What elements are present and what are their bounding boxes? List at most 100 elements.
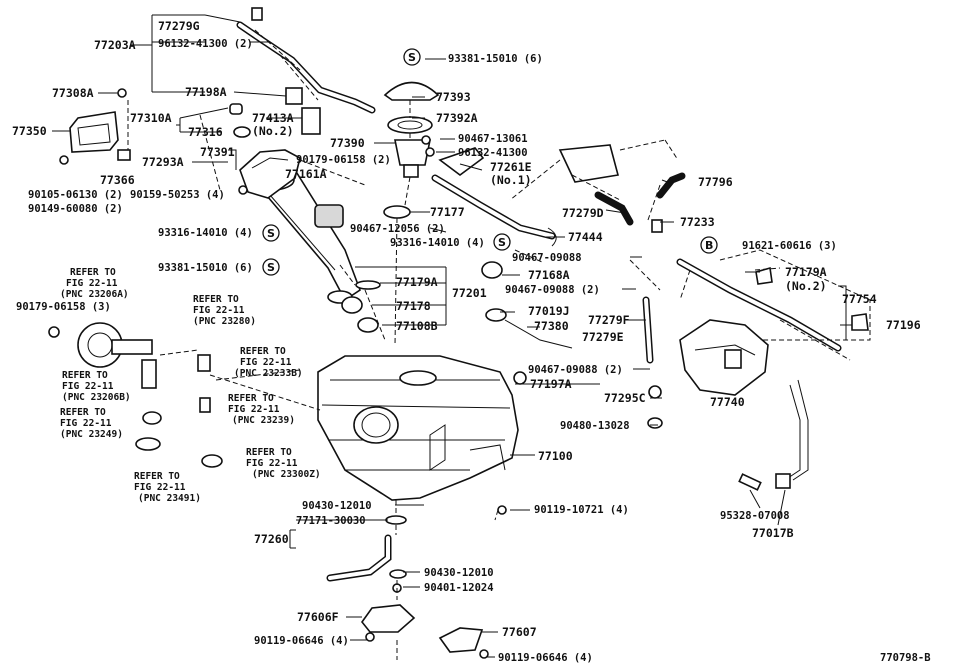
label-90119-10721: 90119-10721 (4) [534,504,629,516]
label-77308A: 77308A [52,86,94,100]
fuel-door-drawing [59,88,131,165]
assembly-dashed-lines [127,29,871,660]
label-77366: 77366 [100,173,135,187]
label-90119-06646-b: 90119-06646 (4) [498,652,593,663]
label-77413A-sub: (No.2) [252,124,294,138]
label-77444: 77444 [568,230,603,244]
marker-s-4-text: S [498,236,506,249]
label-93381-15010-top: 93381-15010 (6) [448,53,543,65]
label-77740: 77740 [710,395,745,409]
ref-23239-line3: (PNC 23239) [232,415,295,426]
ref-23249: REFER TO FIG 22-11 (PNC 23249) [60,407,123,440]
ref-23491-line1: REFER TO [134,471,180,482]
ref-23206B-line1: REFER TO [62,370,108,381]
ref-23280: REFER TO FIG 22-11 (PNC 23280) [193,294,256,327]
part-labels: 77203A 77279G 96132-41300 (2) 77198A 773… [12,19,931,663]
label-90401-12024: 90401-12024 [424,582,494,594]
ref-23249-line2: FIG 22-11 [60,418,112,429]
fuel-tank-drawing [317,355,519,501]
label-90467-09088-2a: 90467-09088 (2) [505,284,600,296]
ref-23206A-line1: REFER TO [70,267,116,278]
ref-23206A-line2: FIG 22-11 [66,278,118,289]
lower-fittings-drawing [326,515,489,659]
label-90467-09088-2b: 90467-09088 (2) [528,364,623,376]
label-77179A-right-sub: (No.2) [785,279,827,293]
ref-23233B: REFER TO FIG 22-11 (PNC 23233B) [234,346,303,379]
label-90467-12056: 90467-12056 (2) [350,223,445,235]
marker-b-text: B [705,239,713,252]
ref-23206B: REFER TO FIG 22-11 (PNC 23206B) [62,370,131,403]
marker-s-3-text: S [267,261,275,274]
ref-23280-line3: (PNC 23280) [193,316,256,327]
ref-23233B-line2: FIG 22-11 [240,357,292,368]
label-90119-06646-a: 90119-06646 (4) [254,635,349,647]
fuel-lines-right-drawing [738,379,809,491]
ref-23239: REFER TO FIG 22-11 (PNC 23239) [228,393,295,426]
circle-markers: S S S S B [262,48,718,276]
label-77279F: 77279F [588,313,630,327]
label-77178: 77178 [396,299,431,313]
ref-23239-line1: REFER TO [228,393,274,404]
label-77391: 77391 [200,145,235,159]
reference-notes: REFER TO FIG 22-11 (PNC 23206A) REFER TO… [60,267,321,504]
label-77260: 77260 [254,532,289,546]
marker-s-2-text: S [267,227,275,240]
label-77350: 77350 [12,124,47,138]
label-96132-41300-2: 96132-41300 (2) [158,38,253,50]
label-93381-15010-left: 93381-15010 (6) [158,262,253,274]
marker-s-1-text: S [408,51,416,64]
label-90149-60080: 90149-60080 (2) [28,203,123,215]
ref-23491: REFER TO FIG 22-11 (PNC 23491) [134,471,201,504]
ref-23206A-line3: (PNC 23206A) [60,289,129,300]
ref-23491-line2: FIG 22-11 [134,482,186,493]
ref-23206B-line3: (PNC 23206B) [62,392,131,403]
label-95328-07008: 95328-07008 [720,510,790,522]
ref-23233B-line1: REFER TO [240,346,286,357]
label-77177: 77177 [430,205,465,219]
marker-s-2 [262,224,280,242]
label-77393: 77393 [436,90,471,104]
label-90430-12010-top: 90430-12010 [302,500,372,512]
marker-s-3 [262,258,280,276]
marker-s-4 [493,233,511,251]
label-93316-14010-left: 93316-14010 (4) [158,227,253,239]
label-77201: 77201 [452,286,487,300]
label-77293A: 77293A [142,155,184,169]
label-77279D: 77279D [562,206,604,220]
label-77606F: 77606F [297,610,339,624]
marker-b [700,236,718,254]
vent-hoses-drawing [431,147,557,247]
label-77108B: 77108B [396,319,438,333]
label-77161A: 77161A [285,167,327,181]
label-90467-09088: 90467-09088 [512,252,582,264]
ref-23300Z-line3: (PNC 23300Z) [252,469,321,480]
label-77310A: 77310A [130,111,172,125]
label-96132-41300: 96132-41300 [458,147,528,159]
ref-23249-line3: (PNC 23249) [60,429,123,440]
ref-23233B-line3: (PNC 23233B) [234,368,303,379]
ref-23300Z-line1: REFER TO [246,447,292,458]
marker-s-1 [403,48,421,66]
drawing-layer [48,7,869,659]
label-77390: 77390 [330,136,365,150]
label-77197A: 77197A [530,377,572,391]
label-90480-13028: 90480-13028 [560,420,630,432]
label-90179-06158-2: 90179-06158 (2) [296,154,391,166]
diagram-id: 770798-B [880,652,931,663]
label-77754: 77754 [842,292,877,306]
ref-23206A: REFER TO FIG 22-11 (PNC 23206A) [60,267,129,300]
label-77179A-right: 77179A [785,265,827,279]
label-77179A-mid: 77179A [396,275,438,289]
label-77233: 77233 [680,215,715,229]
ref-23280-line1: REFER TO [193,294,239,305]
label-77019J: 77019J [528,304,570,318]
label-77100: 77100 [538,449,573,463]
ref-23300Z-line2: FIG 22-11 [246,458,298,469]
ref-23249-line1: REFER TO [60,407,106,418]
label-77279G: 77279G [158,19,200,33]
label-77392A: 77392A [436,111,478,125]
label-90467-13061: 90467-13061 [458,133,528,145]
label-90159-50253: 90159-50253 (4) [130,189,225,201]
